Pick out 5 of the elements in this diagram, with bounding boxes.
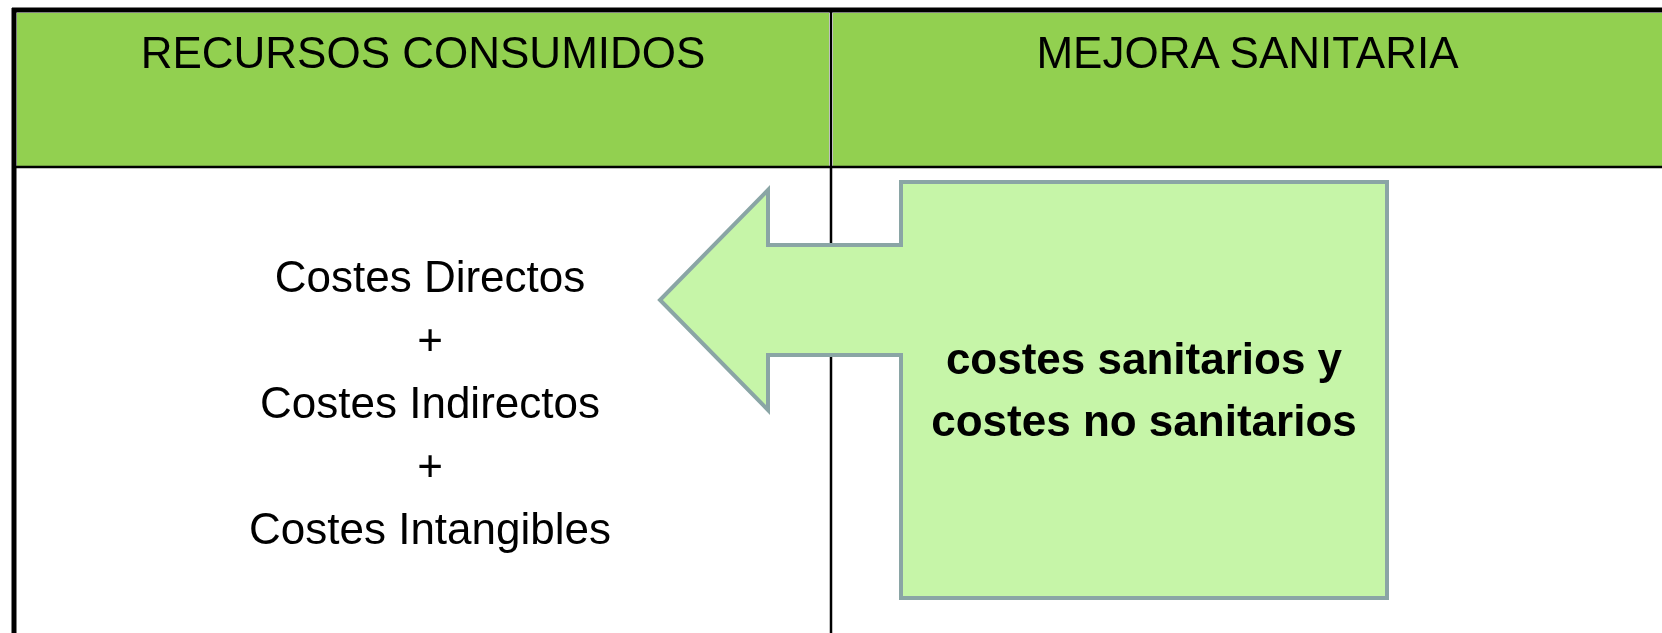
callout-box: costes sanitarios y costes no sanitarios bbox=[899, 180, 1389, 600]
block-arrow bbox=[657, 185, 905, 415]
column-header: RECURSOS CONSUMIDOS bbox=[139, 28, 707, 78]
cost-list-text: Costes Directos + Costes Indirectos + Costes Intangibles bbox=[200, 245, 660, 560]
column-header: MEJORA SANITARIA bbox=[1035, 28, 1460, 78]
